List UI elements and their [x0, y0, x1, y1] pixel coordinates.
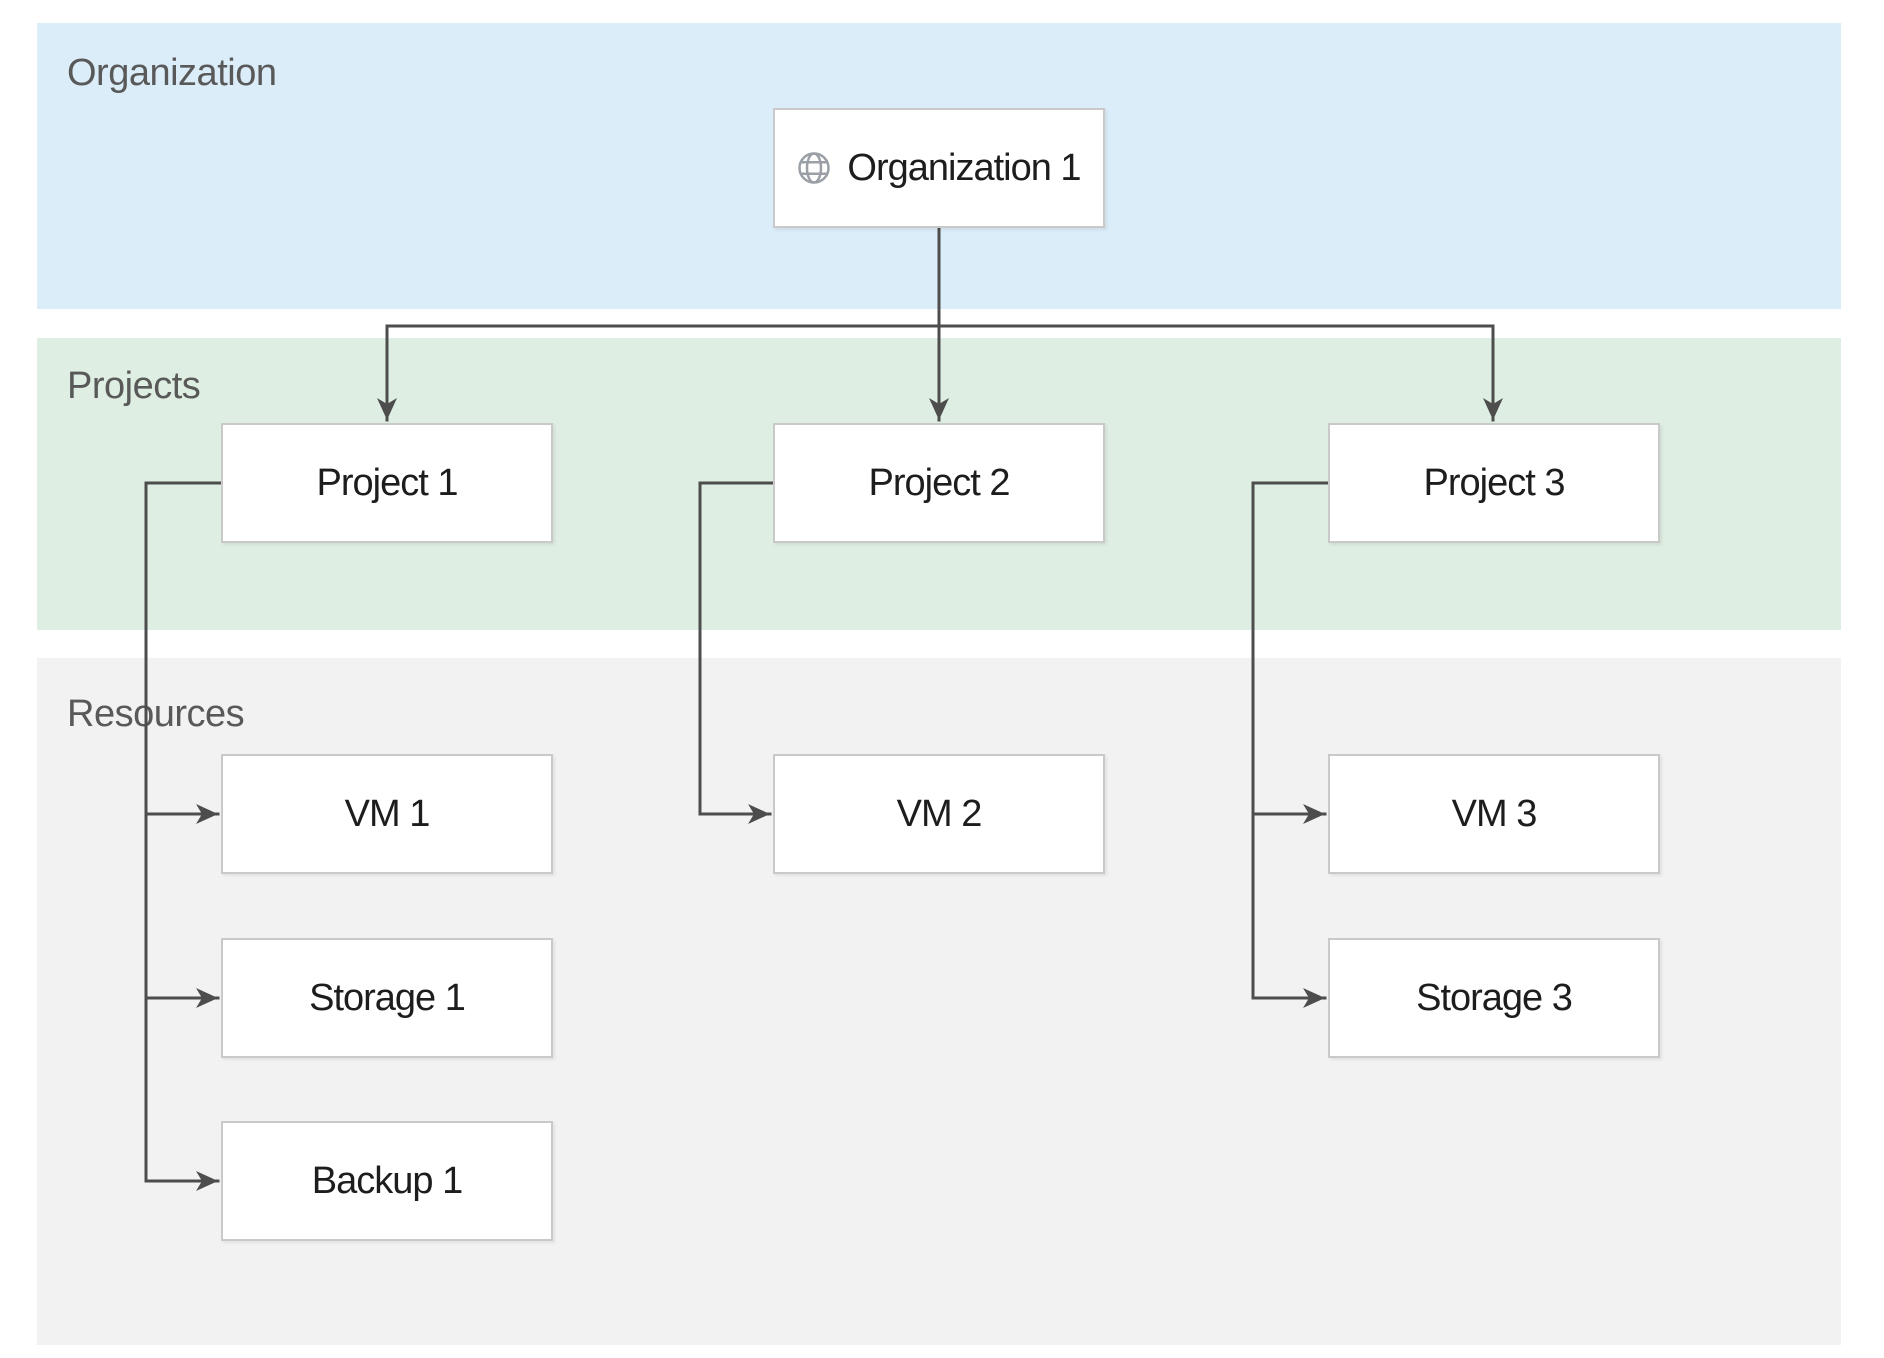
node-project-2: Project 2 — [773, 423, 1105, 543]
node-label: VM 1 — [344, 792, 431, 835]
connector-project1-trunk — [144, 481, 223, 1183]
node-label: Project 3 — [1423, 461, 1566, 504]
node-storage-3: Storage 3 — [1328, 938, 1660, 1058]
globe-icon — [797, 151, 831, 185]
band-label-organization: Organization — [67, 52, 277, 94]
node-project-1: Project 1 — [221, 423, 553, 543]
node-storage-1: Storage 1 — [221, 938, 553, 1058]
node-label: Backup 1 — [311, 1159, 463, 1202]
node-label: Storage 1 — [309, 976, 466, 1019]
node-label: VM 2 — [896, 792, 983, 835]
node-label: Organization 1 — [847, 146, 1081, 189]
node-label: VM 3 — [1451, 792, 1538, 835]
node-organization-1: Organization 1 — [773, 108, 1105, 228]
node-label: Storage 3 — [1416, 976, 1573, 1019]
node-label: Project 2 — [868, 461, 1011, 504]
connector-project3-trunk — [1251, 481, 1330, 1000]
node-label: Project 1 — [316, 461, 459, 504]
connector-project2-to-vm2 — [698, 481, 775, 824]
node-vm-1: VM 1 — [221, 754, 553, 874]
node-backup-1: Backup 1 — [221, 1121, 553, 1241]
band-label-projects: Projects — [67, 365, 201, 407]
band-label-resources: Resources — [67, 693, 245, 735]
node-project-3: Project 3 — [1328, 423, 1660, 543]
node-vm-2: VM 2 — [773, 754, 1105, 874]
node-vm-3: VM 3 — [1328, 754, 1660, 874]
